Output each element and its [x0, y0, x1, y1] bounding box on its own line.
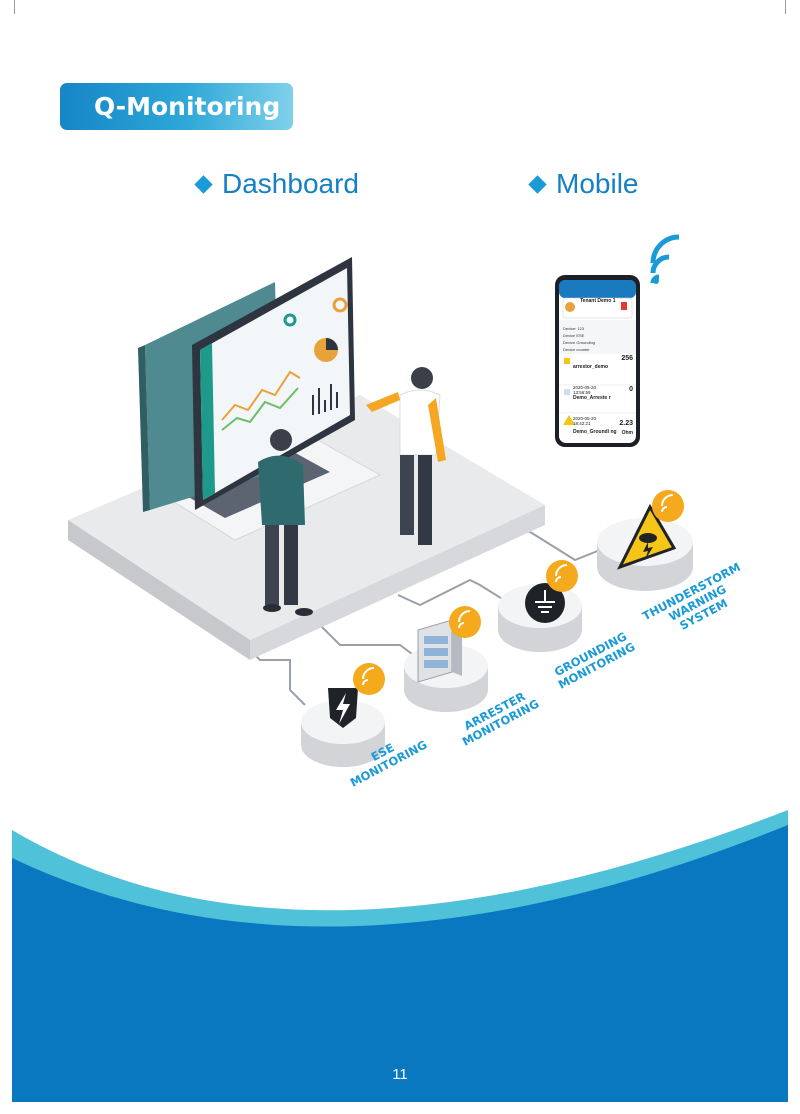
person-viewing-dashboard [258, 429, 313, 616]
mobile-heading: Mobile [528, 168, 639, 200]
phone-summary-line: Device ESE [563, 333, 585, 338]
mobile-heading-text: Mobile [556, 168, 639, 199]
dashboard-heading: Dashboard [194, 168, 359, 200]
dashboard-line-chart [221, 370, 301, 421]
phone-row-time: 18:42:21 [573, 421, 591, 426]
thunderstorm-pedestal [597, 503, 693, 591]
phone-summary-line: Device: 123 [563, 326, 585, 331]
wifi-signal-icon [546, 560, 578, 592]
crop-mark-top-right [785, 0, 800, 14]
phone-summary-line: Device Grounding [563, 340, 596, 345]
wifi-signal-icon [650, 234, 680, 284]
phone-row-name: arrestor_demo [573, 364, 609, 370]
arrester-pedestal [404, 619, 488, 712]
dashboard-bar-chart [312, 384, 338, 415]
phone-row-name: Demo_Arreste r [573, 395, 611, 401]
phone-row[interactable]: arrestor_demo 256 2020-05-20 13:56:59 [573, 355, 633, 395]
dashboard-monitor [192, 257, 355, 510]
phone-row-value: 256 [621, 355, 633, 362]
grounding-pedestal [498, 583, 582, 652]
crop-mark-top-left [0, 0, 15, 14]
phone-row-unit: Ohm [621, 430, 633, 436]
dashboard-area-chart [221, 387, 299, 431]
ese-pedestal [301, 688, 385, 767]
wifi-signal-icon [652, 490, 684, 522]
phone-row[interactable]: Demo_Arreste r 0 2020-05-20 18:42:21 [573, 386, 633, 426]
ground-symbol-icon [535, 590, 555, 613]
phone-row-date: 2020-05-20 [573, 416, 597, 421]
wifi-signal-icon [353, 663, 385, 695]
person-presenting [366, 367, 446, 545]
phone-row[interactable]: Demo_Groundi ng 2.23 Ohm [573, 420, 633, 438]
page-title: Q-Monitoring [94, 92, 281, 121]
phone-row-date: 2020-05-20 [573, 385, 597, 390]
phone-row-value: 2.23 [619, 420, 633, 427]
page-number: 11 [392, 1066, 408, 1083]
phone-tenant-name: Tenant Demo 1 [580, 298, 616, 304]
illustration [68, 234, 693, 767]
phone-summary: Device: 123 Device ESE Device Grounding … [563, 325, 595, 353]
wifi-signal-icon [449, 606, 481, 638]
electrical-cabinet-icon [417, 619, 462, 683]
phone-row-time: 13:56:59 [573, 390, 591, 395]
mobile-phone [555, 275, 640, 447]
storm-warning-icon [617, 503, 677, 570]
page-title-badge: Q-Monitoring [60, 83, 293, 130]
dashboard-heading-text: Dashboard [222, 168, 359, 199]
phone-row-value: 0 [629, 386, 633, 393]
footer-wave [0, 810, 800, 1114]
phone-row-name: Demo_Groundi ng [573, 429, 617, 435]
phone-summary-line: Device counter [563, 347, 590, 352]
